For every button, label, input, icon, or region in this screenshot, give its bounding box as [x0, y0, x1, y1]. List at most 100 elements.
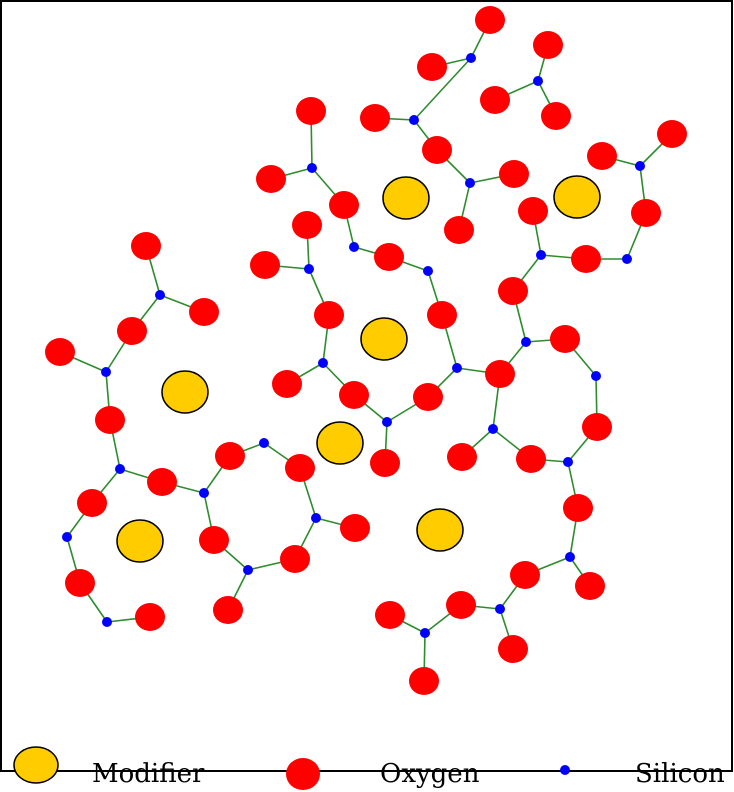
modifier-layer: [116, 175, 601, 563]
oxygen-atom: [575, 572, 605, 600]
oxygen-atom: [135, 603, 165, 631]
oxygen-atom: [215, 442, 245, 470]
oxygen-atom: [189, 298, 219, 326]
oxygen-atom: [280, 545, 310, 573]
silicon-atom: [452, 363, 462, 373]
modifier-ion: [161, 370, 209, 414]
oxygen-atom: [480, 86, 510, 114]
oxygen-atom: [485, 360, 515, 388]
oxygen-atom: [571, 245, 601, 273]
modifier-ion: [553, 175, 601, 219]
oxygen-atom: [45, 338, 75, 366]
silicon-atom: [102, 617, 112, 627]
silicon-atom: [199, 488, 209, 498]
silicon-atom: [307, 163, 317, 173]
oxygen-atom: [417, 53, 447, 81]
legend-silicon-icon: [560, 765, 570, 775]
silicon-layer: [62, 53, 645, 638]
oxygen-atom: [296, 97, 326, 125]
oxygen-atom: [374, 243, 404, 271]
silicon-atom: [318, 358, 328, 368]
silicon-atom: [591, 371, 601, 381]
oxygen-atom: [447, 443, 477, 471]
silicon-atom: [304, 264, 314, 274]
oxygen-layer: [45, 6, 687, 695]
oxygen-atom: [65, 569, 95, 597]
oxygen-atom: [475, 6, 505, 34]
oxygen-atom: [563, 494, 593, 522]
diagram-border: [0, 0, 733, 772]
silicon-atom: [565, 552, 575, 562]
modifier-ion: [382, 176, 430, 220]
oxygen-atom: [95, 406, 125, 434]
oxygen-atom: [285, 454, 315, 482]
silicon-atom: [466, 53, 476, 63]
bond-line: [413, 57, 472, 121]
oxygen-atom: [516, 445, 546, 473]
silicon-atom: [495, 604, 505, 614]
oxygen-atom: [329, 191, 359, 219]
oxygen-atom: [147, 468, 177, 496]
oxygen-atom: [370, 449, 400, 477]
oxygen-atom: [444, 216, 474, 244]
oxygen-atom: [587, 142, 617, 170]
oxygen-atom: [339, 381, 369, 409]
legend: Modifier Oxygen Silicon: [13, 746, 725, 790]
oxygen-atom: [499, 160, 529, 188]
silicon-atom: [155, 290, 165, 300]
oxygen-atom: [446, 591, 476, 619]
legend-modifier-icon: [13, 746, 59, 784]
legend-modifier-label: Modifier: [92, 759, 205, 789]
silicon-atom: [465, 178, 475, 188]
silicon-atom: [533, 76, 543, 86]
oxygen-atom: [550, 325, 580, 353]
oxygen-atom: [413, 383, 443, 411]
oxygen-atom: [498, 277, 528, 305]
oxygen-atom: [256, 165, 286, 193]
silicon-atom: [382, 417, 392, 427]
silicon-atom: [259, 438, 269, 448]
oxygen-atom: [631, 199, 661, 227]
oxygen-atom: [272, 370, 302, 398]
silicon-atom: [521, 337, 531, 347]
oxygen-atom: [292, 211, 322, 239]
silicon-atom: [311, 513, 321, 523]
oxygen-atom: [131, 232, 161, 260]
silicon-atom: [635, 161, 645, 171]
silicon-atom: [62, 532, 72, 542]
oxygen-atom: [213, 596, 243, 624]
oxygen-atom: [77, 489, 107, 517]
silicon-atom: [622, 254, 632, 264]
oxygen-atom: [314, 301, 344, 329]
silicon-atom: [563, 457, 573, 467]
oxygen-atom: [340, 514, 370, 542]
oxygen-atom: [360, 104, 390, 132]
oxygen-atom: [657, 120, 687, 148]
oxygen-atom: [498, 635, 528, 663]
silicon-atom: [409, 115, 419, 125]
oxygen-atom: [250, 251, 280, 279]
silicon-atom: [243, 565, 253, 575]
oxygen-atom: [510, 561, 540, 589]
silicon-atom: [536, 250, 546, 260]
oxygen-atom: [427, 301, 457, 329]
modifier-ion: [316, 421, 364, 465]
silicon-atom: [101, 367, 111, 377]
modifier-ion: [116, 519, 164, 563]
oxygen-atom: [541, 102, 571, 130]
modifier-ion: [416, 508, 464, 552]
silicon-atom: [115, 464, 125, 474]
silicon-atom: [420, 628, 430, 638]
silicon-atom: [349, 242, 359, 252]
oxygen-atom: [375, 601, 405, 629]
oxygen-atom: [422, 136, 452, 164]
legend-oxygen-label: Oxygen: [380, 759, 480, 789]
modifier-ion: [360, 317, 408, 361]
oxygen-atom: [582, 413, 612, 441]
oxygen-atom: [117, 317, 147, 345]
silicon-atom: [423, 266, 433, 276]
oxygen-atom: [533, 31, 563, 59]
legend-oxygen-icon: [286, 758, 320, 790]
oxygen-atom: [518, 197, 548, 225]
